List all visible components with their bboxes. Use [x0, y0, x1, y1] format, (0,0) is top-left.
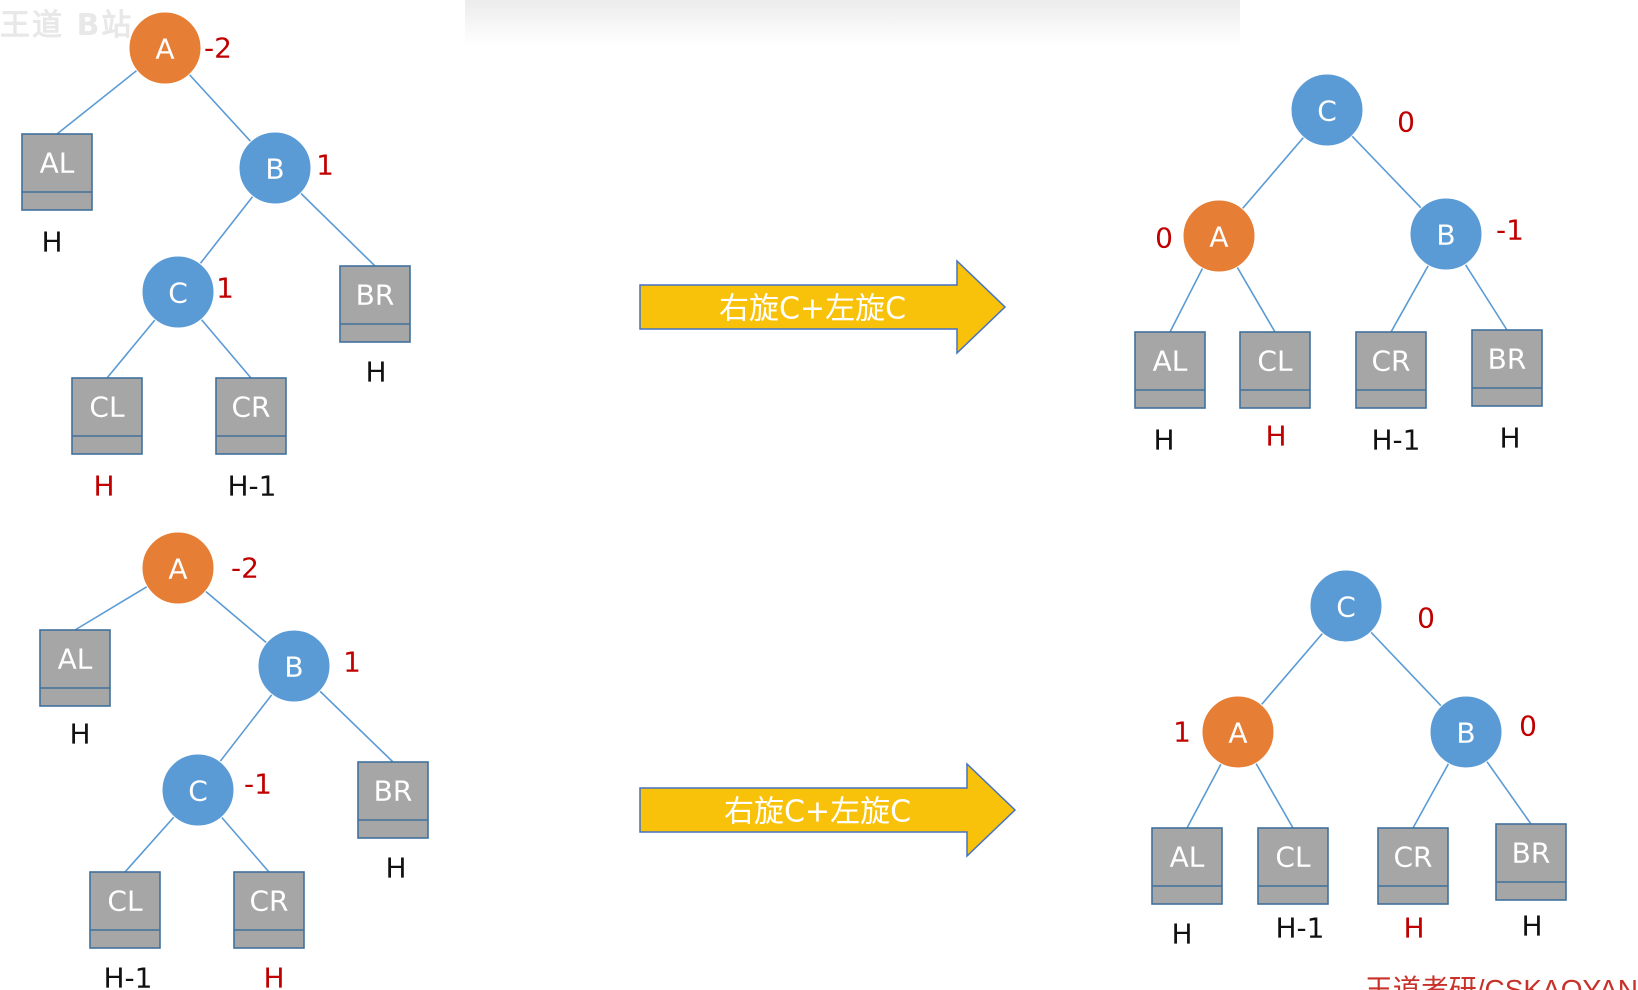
tree-node-a [128, 11, 202, 85]
subtree-label: CR [249, 885, 288, 918]
subtree-height-label: H-1 [1372, 424, 1421, 457]
subtree-label: CL [1257, 345, 1293, 378]
subtree-height-label: H [1265, 420, 1286, 453]
subtree-height-label: H [1171, 918, 1192, 951]
balance-factor: 1 [343, 646, 361, 679]
subtree-box-cr [233, 871, 305, 949]
subtree-box-al [21, 133, 93, 211]
subtree-height-label: H [263, 962, 284, 990]
balance-factor: 1 [216, 272, 234, 305]
subtree-label: AL [40, 147, 75, 180]
subtree-box-cl [1239, 331, 1311, 409]
subtree-height-label: H [1499, 422, 1520, 455]
subtree-box-cl [71, 377, 143, 455]
tree-node-a [141, 531, 215, 605]
subtree-label: BR [356, 279, 395, 312]
node-label: C [1336, 591, 1356, 624]
node-label: B [265, 153, 284, 186]
tree-node-b [257, 629, 331, 703]
subtree-box-cl [1257, 827, 1329, 905]
watermark: 王道考研/CSKAOYAN [1364, 974, 1638, 990]
balance-factor: 1 [1173, 716, 1191, 749]
rotation-arrow-label: 右旋C+左旋C [719, 292, 906, 327]
subtree-box-cr [1377, 827, 1449, 905]
video-logo: 王道 B站 [0, 8, 134, 43]
node-label: B [1436, 219, 1455, 252]
subtree-label: BR [1488, 343, 1527, 376]
subtree-box-br [1495, 823, 1567, 901]
subtree-box-al [1134, 331, 1206, 409]
subtree-height-label: H [365, 356, 386, 389]
tree-node-c [161, 753, 235, 827]
balance-factor: 0 [1155, 222, 1173, 255]
subtree-label: CL [89, 391, 125, 424]
rotation-arrow [639, 762, 1017, 858]
node-label: C [168, 277, 188, 310]
node-label: A [1228, 717, 1247, 750]
subtree-box-cr [215, 377, 287, 455]
tree-node-b [1409, 197, 1483, 271]
tree-node-b [238, 131, 312, 205]
subtree-height-label: H [385, 852, 406, 885]
subtree-height-label: H [69, 718, 90, 751]
subtree-label: CR [1371, 345, 1410, 378]
rotation-arrow-label: 右旋C+左旋C [724, 795, 911, 830]
balance-factor: 0 [1417, 602, 1435, 635]
subtree-height-label: H [1153, 424, 1174, 457]
tree-node-a [1182, 199, 1256, 273]
node-label: B [284, 651, 303, 684]
subtree-height-label: H-1 [228, 470, 277, 503]
balance-factor: -2 [204, 32, 232, 65]
balance-factor: -2 [231, 552, 259, 585]
subtree-box-br [339, 265, 411, 343]
subtree-label: CR [1393, 841, 1432, 874]
subtree-label: CL [107, 885, 143, 918]
header-shade [465, 0, 1240, 46]
subtree-label: BR [374, 775, 413, 808]
subtree-label: BR [1512, 837, 1551, 870]
rotation-arrow [639, 259, 1007, 355]
subtree-height-label: H-1 [1276, 912, 1325, 945]
subtree-label: AL [1153, 345, 1188, 378]
subtree-height-label: H [1403, 912, 1424, 945]
subtree-box-cl [89, 871, 161, 949]
node-label: C [188, 775, 208, 808]
subtree-box-br [1471, 329, 1543, 407]
node-label: A [1209, 221, 1228, 254]
balance-factor: 0 [1397, 106, 1415, 139]
subtree-label: CR [231, 391, 270, 424]
subtree-label: AL [58, 643, 93, 676]
subtree-box-al [1151, 827, 1223, 905]
subtree-label: CL [1275, 841, 1311, 874]
subtree-box-cr [1355, 331, 1427, 409]
subtree-box-al [39, 629, 111, 707]
subtree-height-label: H-1 [104, 962, 153, 990]
subtree-label: AL [1170, 841, 1205, 874]
subtree-height-label: H [1521, 910, 1542, 943]
node-label: A [168, 553, 187, 586]
subtree-height-label: H [41, 226, 62, 259]
subtree-box-br [357, 761, 429, 839]
balance-factor: 1 [316, 149, 334, 182]
node-label: B [1456, 717, 1475, 750]
subtree-height-label: H [93, 470, 114, 503]
node-label: A [155, 33, 174, 66]
balance-factor: -1 [244, 768, 272, 801]
tree-node-b [1429, 695, 1503, 769]
node-label: C [1317, 95, 1337, 128]
balance-factor: 0 [1519, 710, 1537, 743]
tree-node-c [141, 255, 215, 329]
tree-node-c [1290, 73, 1364, 147]
tree-node-a [1201, 695, 1275, 769]
tree-node-c [1309, 569, 1383, 643]
balance-factor: -1 [1496, 214, 1524, 247]
